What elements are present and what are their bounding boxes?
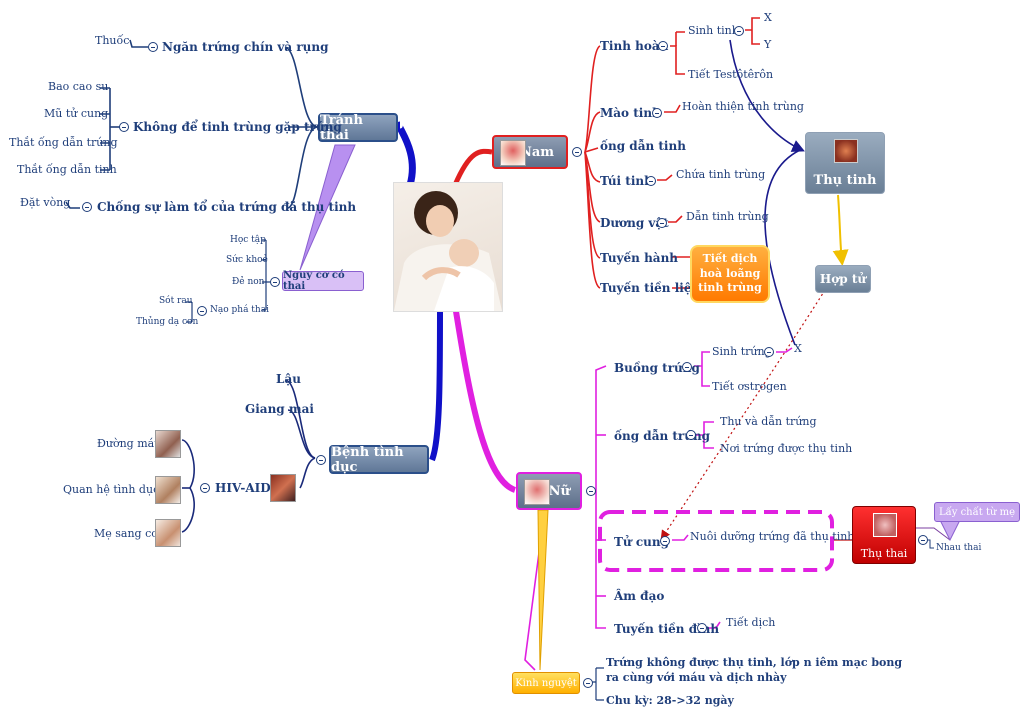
tinh-hoan-label: Tinh hoàn	[600, 39, 669, 53]
collapse-icon[interactable]	[734, 26, 744, 36]
kinh-nguyet-desc-2: ra cùng với máu và dịch nhày	[606, 671, 787, 684]
tuyen-tien-liet-label: Tuyến tiền liệt	[600, 281, 697, 295]
duong-mau-label: Đường máu	[97, 437, 162, 450]
chong-lam-to-label: Chống sự làm tổ của trứng đã thụ tinh	[97, 200, 357, 214]
collapse-icon[interactable]	[682, 362, 692, 372]
tiet-dich-nu-label: Tiết dịch	[726, 616, 776, 629]
nguy-co-item: Đẻ non	[232, 277, 265, 287]
thu-dan-trung-label: Thu và dẫn trứng	[720, 415, 817, 428]
collapse-icon[interactable]	[660, 536, 670, 546]
tu-cung-label: Tử cung	[614, 535, 669, 549]
tranh-thai-node[interactable]: Tránh thai	[318, 113, 398, 143]
nguy-co-item: Học tập	[230, 235, 266, 245]
blood-thumbnail	[155, 430, 181, 458]
thu-thai-label: Thụ thai	[860, 547, 908, 560]
x-female-label: X	[794, 342, 802, 355]
collapse-icon[interactable]	[586, 486, 596, 496]
tiet-dich-box: Tiết dịch hoà loãng tinh trùng	[690, 245, 770, 303]
chu-ky-label: Chu kỳ: 28->32 ngày	[606, 694, 734, 707]
collapse-icon[interactable]	[82, 202, 92, 212]
collapse-icon[interactable]	[764, 347, 774, 357]
method-item: Mũ tử cung	[44, 107, 109, 120]
nguy-co-item: Sức khoẻ	[226, 255, 268, 265]
thu-tinh-label: Thụ tinh	[813, 173, 877, 188]
method-item: Thắt ống dẫn tinh	[17, 163, 117, 176]
quan-he-label: Quan hệ tình dục	[63, 483, 160, 496]
buong-trung-label: Buồng trứng	[614, 361, 700, 375]
tuyen-tien-dinh-label: Tuyến tiền đình	[614, 622, 720, 636]
method-item: Thắt ống dẫn trứng	[9, 136, 118, 149]
mao-tinh-label: Mào tinh	[600, 106, 661, 120]
female-anatomy-thumbnail	[524, 479, 550, 505]
sinh-tinh-label: Sinh tinh	[688, 24, 739, 37]
kinh-nguyet-desc-1: Trứng không được thụ tinh, lớp n iêm mạc…	[606, 656, 903, 669]
nguy-co-item: Nạo phá thai	[210, 305, 269, 315]
noi-trung-label: Nơi trứng được thụ tinh	[720, 442, 853, 455]
collapse-icon[interactable]	[197, 306, 207, 316]
tui-tinh-label: Túi tinh	[600, 174, 653, 188]
lau-label: Lậu	[276, 372, 301, 386]
benh-tinh-duc-node[interactable]: Bệnh tình dục	[329, 445, 429, 475]
ong-dan-tinh-label: ống dẫn tinh	[600, 139, 686, 153]
lay-chat-tu-me-box: Lấy chất từ mẹ	[934, 502, 1020, 522]
collapse-icon[interactable]	[583, 678, 593, 688]
collapse-icon[interactable]	[200, 483, 210, 493]
hop-tu-node[interactable]: Hợp tử	[815, 265, 871, 293]
y-label: Y	[764, 38, 772, 51]
embryo-thumbnail	[834, 139, 858, 163]
thuoc-label: Thuốc	[95, 34, 130, 47]
collapse-icon[interactable]	[657, 218, 667, 228]
hiv-aids-label: HIV-AIDS	[215, 481, 280, 495]
estrogen-label: Tiết ơstrogen	[712, 380, 787, 393]
tuyen-hanh-label: Tuyến hành	[600, 251, 679, 265]
collapse-icon[interactable]	[652, 108, 662, 118]
ngan-trung-label: Ngăn trứng chín và rụng	[162, 40, 329, 54]
nguy-co-co-thai-node[interactable]: Nguy cơ có thai	[282, 270, 364, 292]
sot-rau-label: Sót rau	[159, 296, 193, 306]
testosteron-label: Tiết Testôtêrôn	[688, 68, 774, 81]
dat-vong-label: Đặt vòng	[20, 196, 71, 209]
method-item: Bao cao su	[48, 80, 109, 93]
relationship-thumbnail	[155, 476, 181, 504]
nhau-thai-label: Nhau thai	[936, 543, 982, 553]
collapse-icon[interactable]	[697, 623, 707, 633]
collapse-icon[interactable]	[148, 42, 158, 52]
collapse-icon[interactable]	[316, 455, 326, 465]
hoan-thien-label: Hoàn thiện tinh trùng	[682, 100, 804, 113]
nuoi-duong-label: Nuôi dưỡng trứng đã thụ tinh	[690, 530, 855, 543]
thu-tinh-node[interactable]: Thụ tinh	[805, 132, 885, 194]
am-dao-label: Âm đạo	[614, 589, 665, 603]
center-mother-baby-image	[393, 182, 503, 312]
collapse-icon[interactable]	[686, 430, 696, 440]
me-sang-con-label: Mẹ sang con	[94, 527, 165, 540]
male-anatomy-thumbnail	[500, 140, 526, 166]
dan-tinh-label: Dẫn tinh trùng	[686, 210, 769, 223]
collapse-icon[interactable]	[572, 147, 582, 157]
thu-thai-node[interactable]: Thụ thai	[852, 506, 916, 564]
khong-de-tinh-trung-label: Không để tinh trùng gặp trứng	[133, 120, 342, 134]
giang-mai-label: Giang mai	[245, 402, 314, 416]
collapse-icon[interactable]	[270, 277, 280, 287]
collapse-icon[interactable]	[658, 41, 668, 51]
mother-child-thumbnail	[155, 519, 181, 547]
collapse-icon[interactable]	[119, 122, 129, 132]
chua-tinh-label: Chứa tinh trùng	[676, 168, 766, 181]
thung-da-con-label: Thủng dạ con	[136, 317, 199, 327]
kinh-nguyet-node[interactable]: Kinh nguyệt	[512, 672, 580, 694]
hiv-thumbnail	[270, 474, 296, 502]
collapse-icon[interactable]	[918, 535, 928, 545]
sinh-trung-label: Sinh trứng	[712, 345, 772, 358]
pregnancy-thumbnail	[873, 513, 897, 537]
collapse-icon[interactable]	[646, 176, 656, 186]
x-label: X	[764, 11, 772, 24]
duong-vat-label: Dương vật	[600, 216, 669, 230]
